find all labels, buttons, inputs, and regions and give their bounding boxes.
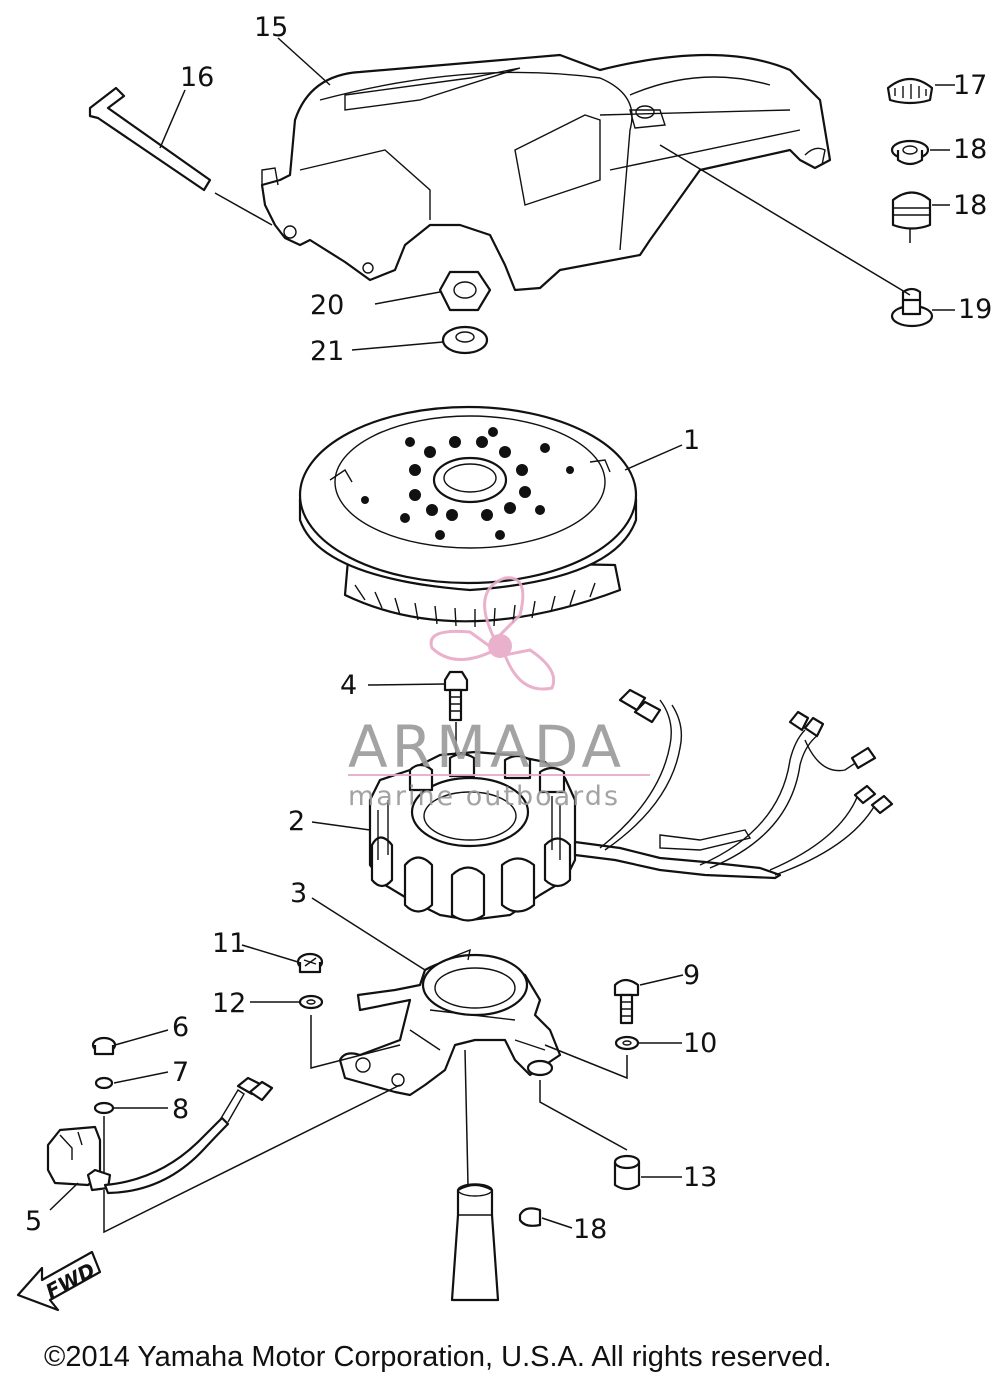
crankshaft-end	[450, 1183, 500, 1302]
callout-labels: 15 16 17 18 18 19 20 21 1 4 2 3 11 12 6 …	[25, 12, 992, 1245]
callout-20: 20	[310, 290, 344, 321]
screw-part-4	[443, 670, 469, 722]
flywheel-part-1	[298, 405, 638, 627]
callout-5: 5	[25, 1206, 42, 1237]
washer-part-8	[93, 1101, 115, 1115]
nut-part-20	[438, 270, 492, 312]
forward-direction-arrow: FWD	[16, 1250, 102, 1312]
key-part-19	[518, 1207, 542, 1227]
knob-part-16	[886, 77, 934, 105]
callout-1: 1	[683, 425, 700, 456]
stator-base-part-3	[338, 948, 562, 1097]
callout-12: 12	[212, 988, 246, 1019]
stator-part-2	[368, 750, 577, 922]
callout-2: 2	[288, 806, 305, 837]
callout-3: 3	[290, 878, 307, 909]
grommet-part-18-lower	[890, 287, 934, 328]
watermark-tagline: marine outboards	[348, 781, 620, 812]
callout-17: 18	[953, 190, 987, 221]
washer-part-7	[94, 1076, 114, 1090]
callout-11: 11	[212, 928, 246, 959]
screw-part-9	[613, 978, 640, 1025]
screw-part-11	[296, 952, 324, 974]
spacer-part-13	[613, 1154, 641, 1191]
plug-part-17	[891, 191, 932, 230]
washer-part-12	[298, 994, 324, 1010]
leader-lines	[49, 37, 955, 1229]
washer-part-10	[614, 1035, 640, 1051]
callout-21: 21	[310, 336, 344, 367]
callout-16: 17	[953, 70, 987, 101]
callout-8: 8	[172, 1094, 189, 1125]
callout-19: 18	[573, 1214, 607, 1245]
callout-6: 6	[172, 1012, 189, 1043]
copyright-notice: ©2014 Yamaha Motor Corporation, U.S.A. A…	[44, 1341, 832, 1373]
callout-13: 13	[683, 1162, 717, 1193]
callout-18-lower: 19	[958, 294, 992, 325]
propeller-logo-icon	[429, 576, 556, 691]
callout-4: 4	[340, 670, 357, 701]
stator-wire-harness	[573, 688, 894, 880]
callout-10: 10	[683, 1028, 717, 1059]
callout-18-upper: 18	[953, 134, 987, 165]
callout-7: 7	[172, 1057, 189, 1088]
grommet-part-18-upper	[890, 139, 930, 166]
callout-14: 15	[254, 12, 288, 43]
screw-part-6	[91, 1036, 117, 1056]
hose-part-15	[88, 86, 212, 192]
washer-part-21	[441, 325, 489, 355]
callout-9: 9	[683, 960, 700, 991]
armada-watermark: ARMADA marine outboards	[348, 576, 650, 812]
watermark-brand: ARMADA	[348, 713, 625, 781]
pulser-coil-part-5	[46, 1076, 274, 1195]
flywheel-cover-part-14	[260, 53, 832, 292]
callout-15: 16	[180, 62, 214, 93]
